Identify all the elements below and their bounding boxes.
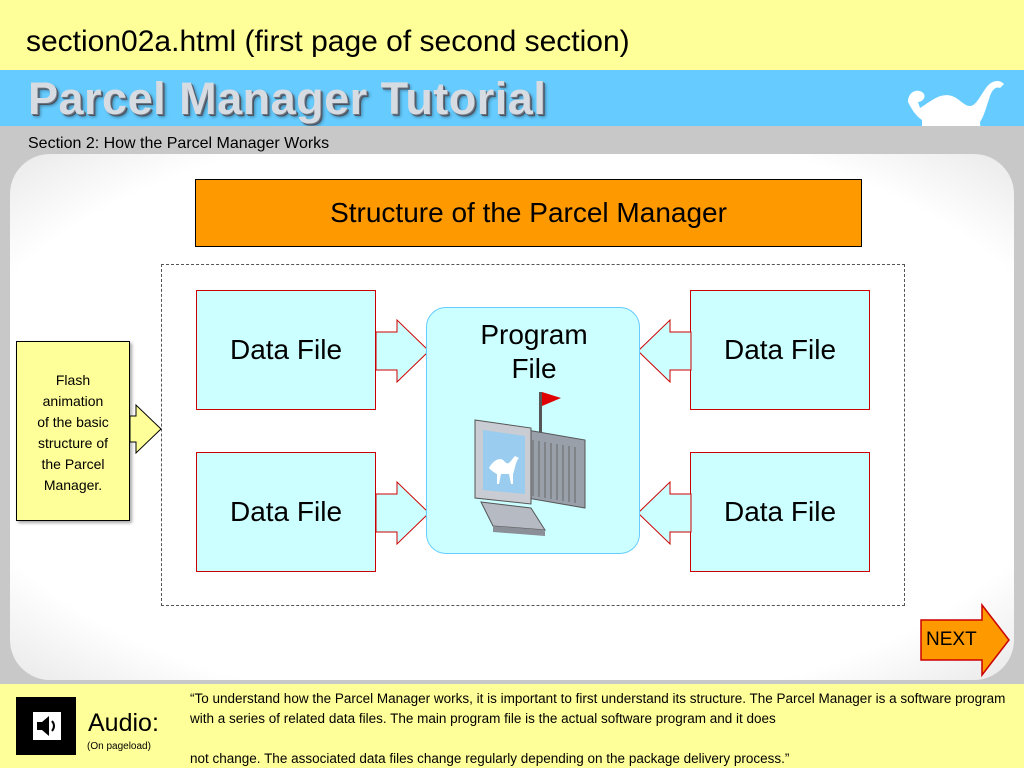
arrow-left-icon-top — [637, 318, 692, 384]
flash-note-line: structure of — [37, 435, 109, 451]
flash-note-line: of the basic — [37, 414, 109, 430]
arrow-right-icon-top — [375, 318, 430, 384]
banner-title: Parcel Manager Tutorial — [28, 73, 547, 124]
flash-note-line: the Parcel — [41, 456, 105, 472]
section-subtitle: Section 2: How the Parcel Manager Works — [28, 135, 330, 152]
computer-mailbox-icon — [474, 392, 586, 536]
data-file-top-left: Data File — [196, 290, 376, 410]
flash-note-arrow-icon — [129, 403, 162, 455]
audio-button[interactable] — [16, 697, 76, 755]
arrow-right-icon-bottom — [375, 480, 430, 546]
audio-sublabel: (On pageload) — [87, 741, 151, 752]
audio-label: Audio: — [88, 709, 159, 737]
data-file-top-right: Data File — [690, 290, 870, 410]
program-file-label: Program File — [427, 318, 641, 386]
flash-note-line: animation — [42, 393, 104, 409]
flash-note-line: Flash — [55, 372, 91, 388]
speaker-icon — [33, 712, 61, 740]
arrow-left-icon-bottom — [637, 480, 692, 546]
data-file-bottom-right: Data File — [690, 452, 870, 572]
flash-note: Flash animation of the basic structure o… — [16, 341, 130, 521]
page-title: section02a.html (first page of second se… — [26, 25, 630, 58]
program-file-line2: File — [511, 353, 557, 384]
program-file-line1: Program — [480, 319, 588, 350]
next-button[interactable] — [920, 602, 1012, 679]
audio-transcript: “To understand how the Parcel Manager wo… — [190, 689, 1012, 768]
data-file-bottom-left: Data File — [196, 452, 376, 572]
audio-transcript-part2: not change. The associated data files ch… — [190, 751, 790, 766]
tutorial-banner: Parcel Manager Tutorial — [0, 70, 1024, 126]
next-button-label[interactable]: NEXT — [926, 629, 977, 650]
diagram-title: Structure of the Parcel Manager — [195, 179, 862, 247]
diagram-frame — [161, 264, 905, 606]
program-file-box: Program File — [426, 307, 640, 554]
flash-note-line: Manager. — [43, 477, 103, 493]
audio-transcript-part1: “To understand how the Parcel Manager wo… — [190, 691, 1006, 726]
